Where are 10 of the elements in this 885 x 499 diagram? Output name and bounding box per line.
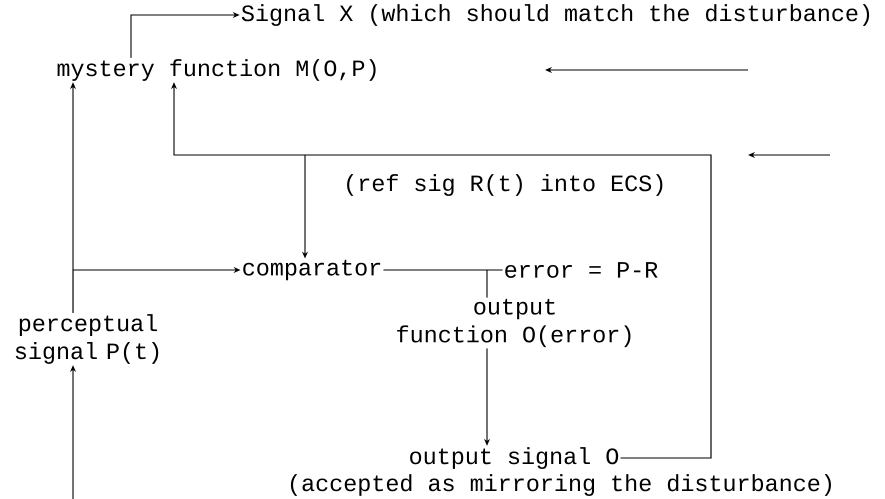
edge-label: (ref sig R(t) into ECS) <box>342 173 668 197</box>
comparator-label: comparator <box>243 260 380 280</box>
note-text: (accepted as mirroring the disturbance) <box>290 474 831 496</box>
signal-label: Signal X (which should match the disturbance) <box>242 4 870 26</box>
connector-line <box>486 269 503 298</box>
function-label: output function O(error) <box>397 298 630 348</box>
signal-label: output signal O <box>410 447 618 469</box>
error-label: error = P-R <box>505 262 658 278</box>
signal-label: perceptual signal P(t) <box>16 314 158 364</box>
function-label: mystery function M(O,P) <box>58 59 376 81</box>
